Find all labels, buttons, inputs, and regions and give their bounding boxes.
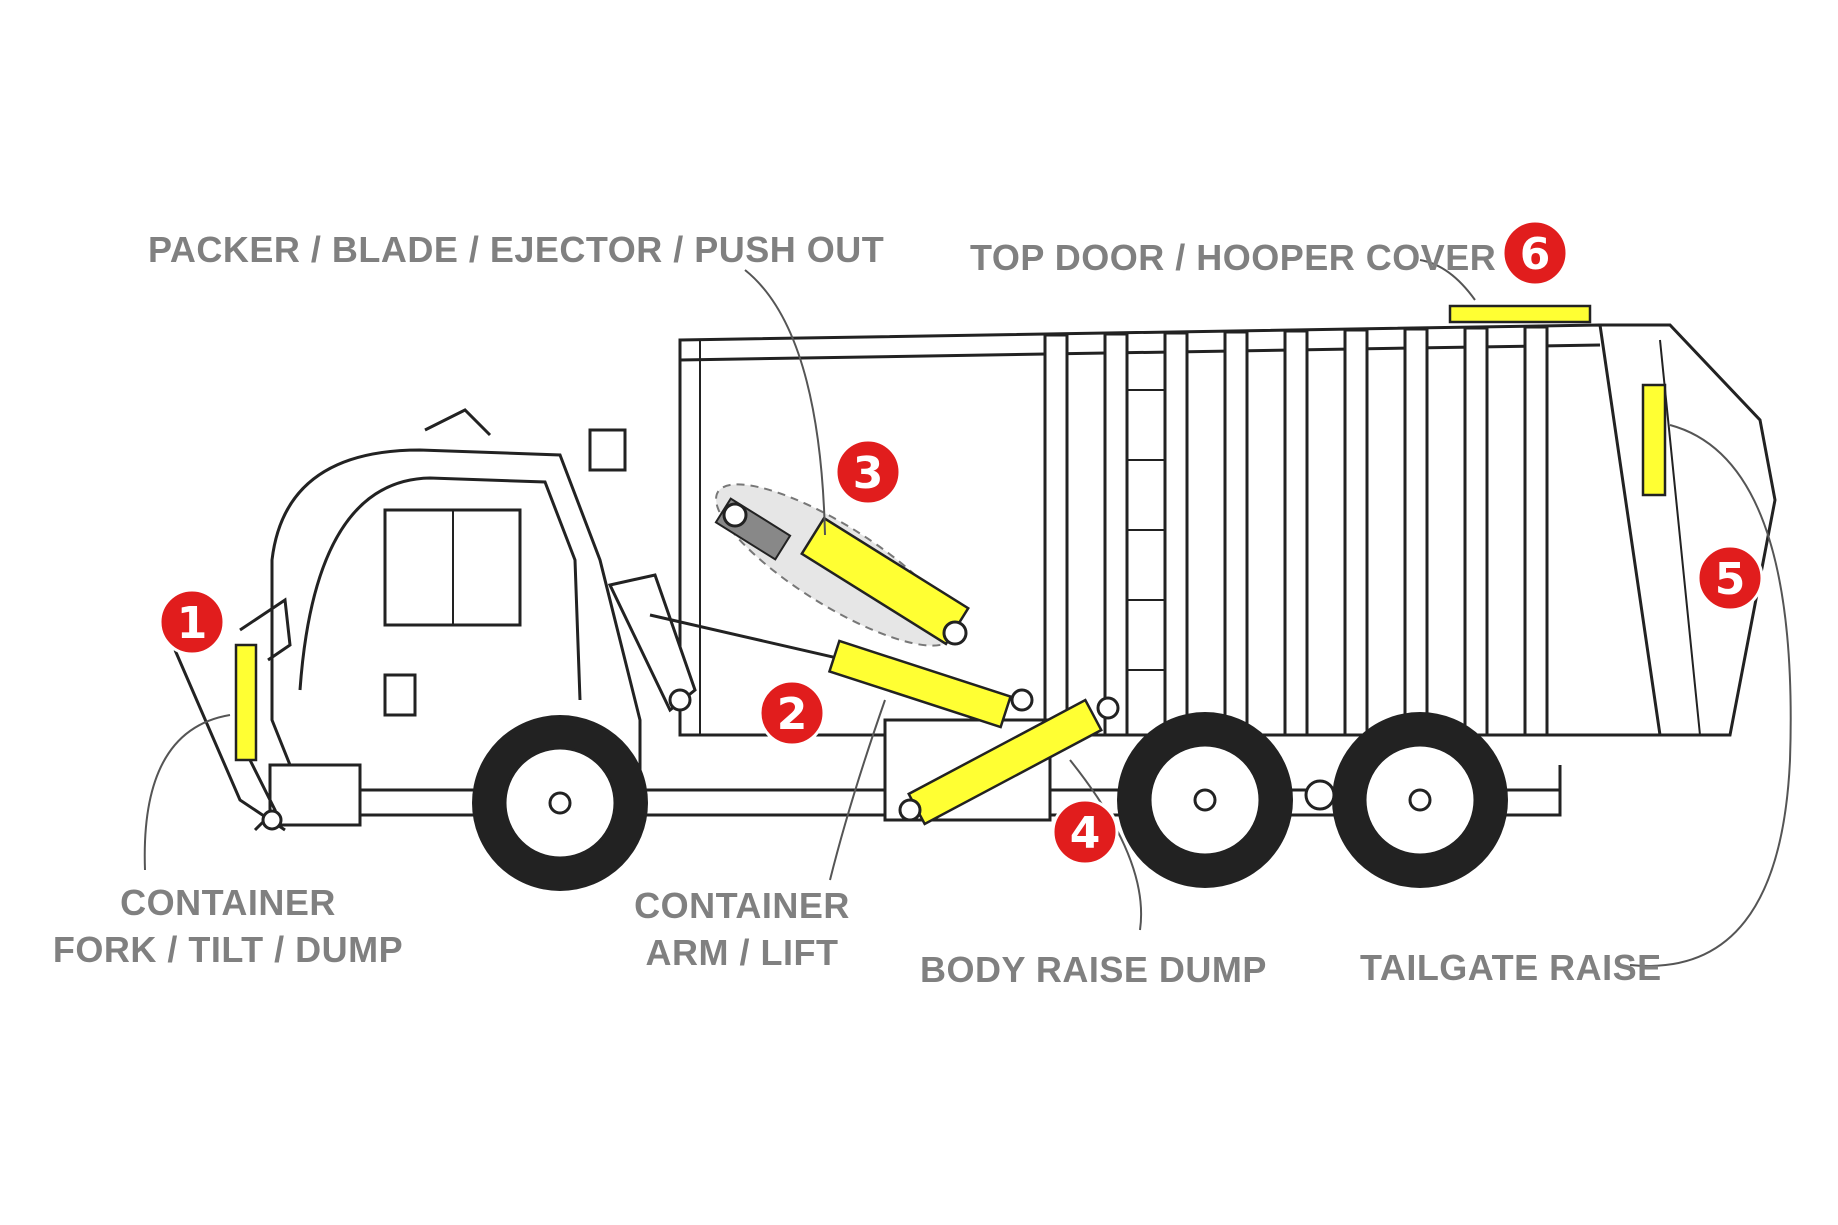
svg-text:4: 4 xyxy=(1070,808,1101,859)
rear-wheel-2 xyxy=(1332,712,1508,888)
badge-5: 5 xyxy=(1696,544,1764,612)
lift-arm-bracket xyxy=(607,573,697,713)
front-bumper xyxy=(268,763,362,827)
label-container-fork-line2: FORK / TILT / DUMP xyxy=(53,929,403,970)
body-raise-pivot-2 xyxy=(1096,696,1120,720)
leader-container-arm xyxy=(829,699,886,881)
cylinder-container-arm xyxy=(827,639,1013,729)
label-body-raise: BODY RAISE DUMP xyxy=(920,949,1267,990)
badge-3: 3 xyxy=(834,438,902,506)
ladder xyxy=(1127,389,1165,671)
body-ribs xyxy=(1043,325,1549,737)
badge-6: 6 xyxy=(1501,219,1569,287)
body-top-rail xyxy=(679,343,1601,362)
lift-arm-pivot xyxy=(668,688,692,712)
arm-cylinder-pivot xyxy=(1010,688,1034,712)
body-raise-pivot xyxy=(898,798,922,822)
fork-pivot xyxy=(261,809,283,831)
leader-body-raise xyxy=(1069,759,1143,931)
door-handle xyxy=(383,673,417,717)
leader-lines xyxy=(143,259,1792,967)
exhaust-stack xyxy=(588,428,627,472)
label-container-fork-line1: CONTAINER xyxy=(120,882,336,923)
leader-packer xyxy=(744,269,826,536)
rear-wheel-1 xyxy=(1117,712,1293,888)
tailgate-edge xyxy=(1659,339,1701,736)
svg-text:2: 2 xyxy=(777,689,808,740)
packer-pivot-2 xyxy=(942,620,968,646)
label-container-arm-line1: CONTAINER xyxy=(634,885,850,926)
axle-hub xyxy=(1304,779,1336,811)
svg-text:6: 6 xyxy=(1520,229,1551,280)
svg-text:5: 5 xyxy=(1715,554,1746,605)
label-packer: PACKER / BLADE / EJECTOR / PUSH OUT xyxy=(148,229,884,270)
label-top-door: TOP DOOR / HOOPER COVER xyxy=(970,237,1496,278)
svg-text:3: 3 xyxy=(853,448,884,499)
badge-2: 2 xyxy=(758,679,826,747)
badge-4: 4 xyxy=(1051,798,1119,866)
leader-tailgate xyxy=(1629,424,1792,967)
label-tailgate: TAILGATE RAISE xyxy=(1360,947,1662,988)
leader-fork xyxy=(143,714,231,871)
front-wheel xyxy=(472,715,648,891)
number-badges: 1 2 3 4 5 6 xyxy=(158,219,1764,866)
badge-1: 1 xyxy=(158,588,226,656)
label-container-arm-line2: ARM / LIFT xyxy=(646,932,839,973)
hydraulic-cylinders xyxy=(234,304,1667,826)
leader-top-door xyxy=(1419,259,1476,301)
cylinder-fork-tilt xyxy=(234,643,258,762)
svg-text:1: 1 xyxy=(177,598,208,649)
packer-pivot xyxy=(722,502,748,528)
cab-door-frame xyxy=(298,476,582,701)
truck-drawing xyxy=(173,323,1777,891)
cylinder-top-door xyxy=(1448,304,1592,324)
fork-top xyxy=(239,597,292,662)
cab-vent xyxy=(424,408,492,437)
cylinder-tailgate xyxy=(1641,383,1667,497)
callout-labels: PACKER / BLADE / EJECTOR / PUSH OUT TOP … xyxy=(53,229,1662,990)
